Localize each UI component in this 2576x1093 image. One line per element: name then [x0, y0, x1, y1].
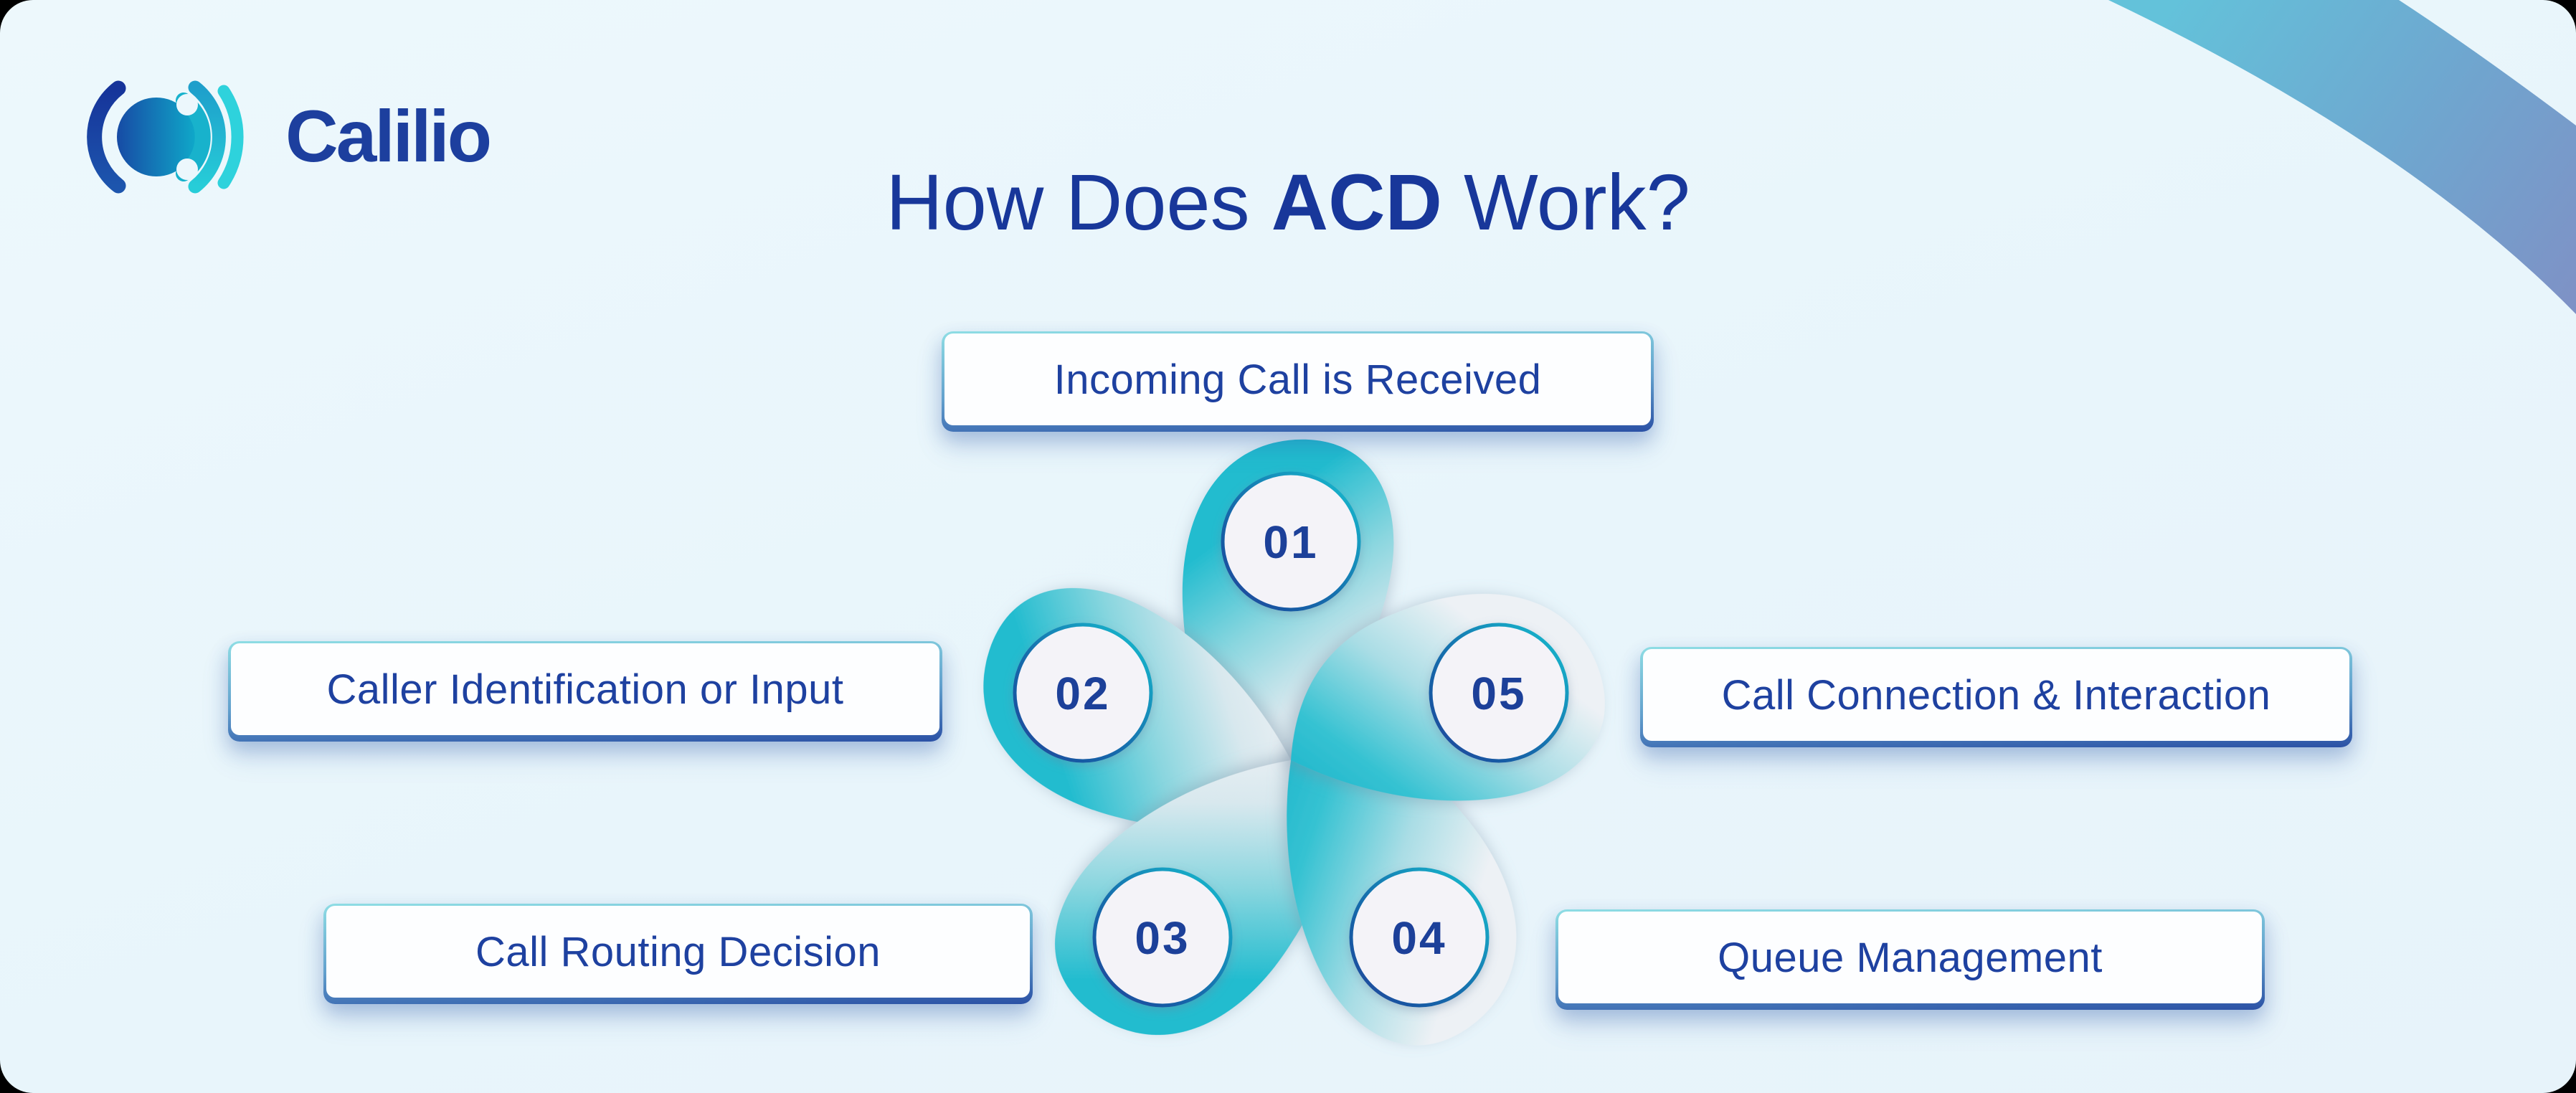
brand-name: Calilio [285, 95, 492, 177]
step-label-box-03: Call Routing Decision [323, 904, 1033, 1004]
brand-logo: Calilio [85, 69, 492, 214]
step-number-05: 05 [1471, 668, 1526, 719]
step-circle-01: 01 [1221, 471, 1361, 612]
step-label-box-01: Incoming Call is Received [942, 331, 1654, 432]
step-label-02: Caller Identification or Input [326, 666, 844, 713]
step-number-03: 03 [1135, 912, 1190, 964]
step-circle-03: 03 [1092, 867, 1233, 1008]
step-label-box-04: Queue Management [1555, 909, 2265, 1010]
calilio-soundwave-icon [87, 80, 244, 194]
step-number-01: 01 [1263, 516, 1318, 568]
step-label-box-02: Caller Identification or Input [228, 641, 942, 742]
notch-bottom [176, 158, 198, 180]
step-number-04: 04 [1391, 912, 1446, 964]
step-label-05: Call Connection & Interaction [1721, 671, 2271, 719]
page-title: How Does ACD Work? [0, 164, 2576, 242]
step-circle-04: 04 [1349, 867, 1490, 1008]
swoosh-arc-band [2108, 0, 2576, 314]
title-highlight: ACD [1271, 158, 1442, 247]
step-label-04: Queue Management [1718, 934, 2103, 981]
logo-center-dot [117, 98, 196, 176]
title-prefix: How Does [886, 158, 1250, 247]
left-wave-arc [87, 80, 126, 194]
middle-wave-arc [188, 80, 226, 194]
step-circle-02: 02 [1013, 623, 1153, 763]
title-suffix: Work? [1463, 158, 1690, 247]
step-label-01: Incoming Call is Received [1053, 356, 1542, 403]
step-number-02: 02 [1055, 668, 1110, 719]
step-label-box-05: Call Connection & Interaction [1640, 647, 2352, 747]
pinwheel-diagram: 01 02 03 04 05 [983, 439, 1605, 1046]
step-circle-05: 05 [1429, 623, 1569, 763]
notch-top [176, 94, 198, 115]
step-label-03: Call Routing Decision [475, 928, 881, 975]
outer-wave-arc [217, 85, 244, 189]
